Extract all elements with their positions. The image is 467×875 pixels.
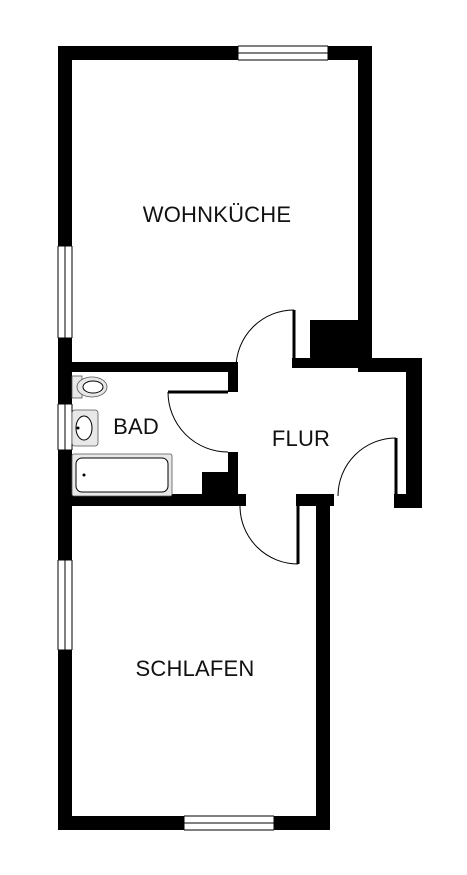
- window-icon: [57, 245, 73, 339]
- wall-bad-right: [228, 362, 238, 392]
- wall-bad-block: [202, 472, 236, 504]
- window-icon: [183, 815, 275, 831]
- wall-left-lower: [58, 494, 72, 830]
- wall-right-upper: [358, 46, 372, 364]
- room-label-wohnkueche: WOHNKÜCHE: [143, 202, 291, 227]
- washbasin-icon: [71, 409, 99, 447]
- wall-pillar: [310, 320, 362, 368]
- doors: [167, 309, 398, 565]
- wall-kitchen-bottom: [58, 362, 238, 372]
- fixtures: [71, 375, 173, 497]
- window-icon: [57, 403, 73, 451]
- bathtub-icon: [71, 453, 173, 497]
- wall-flur-right-bottom: [394, 494, 422, 508]
- windows: [57, 45, 329, 831]
- door-icon: [167, 390, 229, 453]
- wall-flur-right: [406, 358, 422, 508]
- room-label-bad: BAD: [113, 414, 159, 439]
- room-label-schlafen: SCHLAFEN: [136, 656, 255, 681]
- wall-bad-bottom: [58, 494, 246, 506]
- walls: [58, 46, 422, 830]
- door-icon: [239, 505, 300, 565]
- window-icon: [237, 45, 329, 61]
- door-icon: [235, 309, 296, 369]
- toilet-icon: [71, 375, 108, 399]
- window-icon: [57, 559, 73, 651]
- door-icon: [337, 437, 398, 497]
- room-labels: WOHNKÜCHE BAD FLUR SCHLAFEN: [113, 202, 330, 681]
- wall-right-lower: [316, 494, 330, 830]
- room-label-flur: FLUR: [272, 426, 330, 451]
